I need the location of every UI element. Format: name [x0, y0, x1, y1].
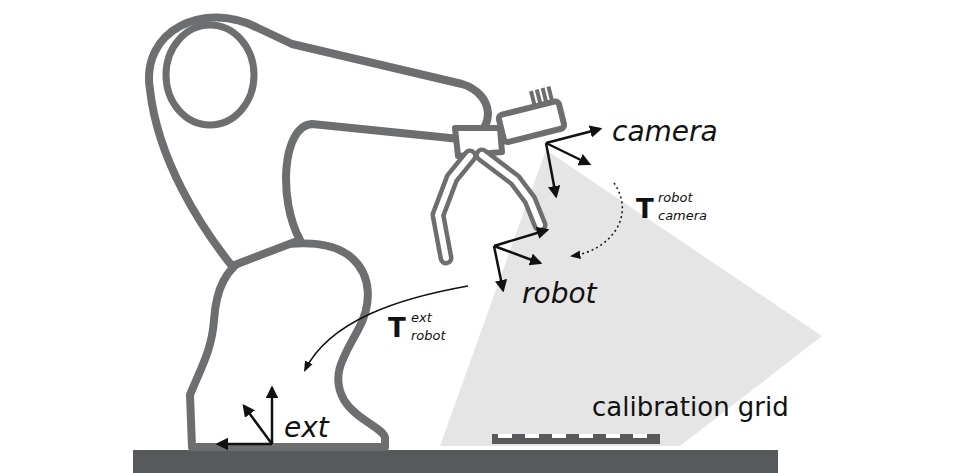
transform-arrow — [572, 183, 622, 256]
transform-symbol: T — [388, 315, 406, 341]
ground-bar — [133, 450, 778, 473]
part-label: calibration grid — [592, 394, 789, 420]
camera-body — [494, 85, 565, 143]
frame-label: robot — [522, 280, 597, 308]
transform-symbol: T — [636, 196, 654, 222]
robot-base — [190, 243, 385, 447]
transform-arrow — [305, 286, 468, 370]
frame-label: ext — [284, 414, 329, 442]
camera-view-cone — [440, 150, 822, 446]
calibration-grid — [492, 434, 660, 444]
transform-subscript: robot — [411, 329, 446, 342]
gripper — [438, 155, 540, 258]
frame-label: camera — [612, 118, 718, 146]
shoulder-joint — [166, 25, 254, 125]
ext-frame — [218, 388, 272, 444]
transform-superscript: ext — [411, 311, 432, 324]
transform-subscript: camera — [658, 209, 707, 222]
camera-frame — [546, 129, 600, 196]
transform-superscript: robot — [658, 191, 693, 204]
robot-arm — [149, 17, 488, 266]
